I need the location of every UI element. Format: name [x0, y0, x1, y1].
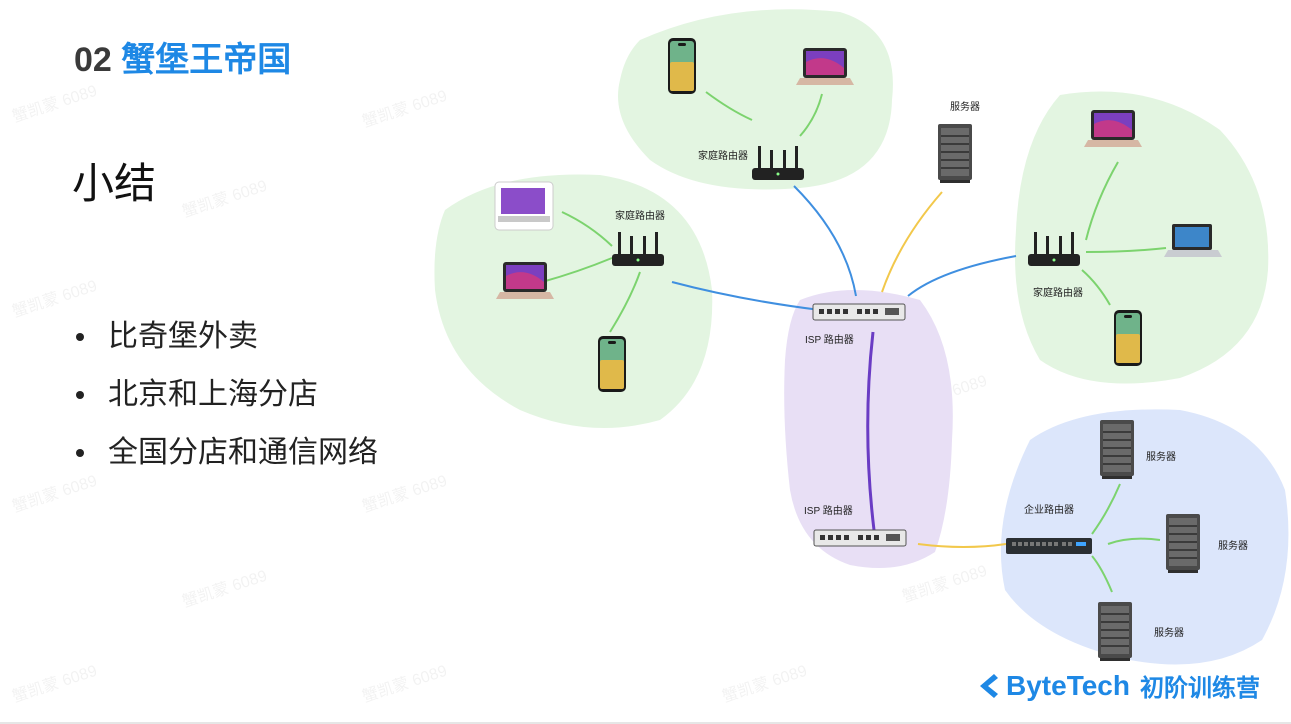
wifi-link	[799, 93, 823, 137]
isp-router-icon	[812, 303, 906, 321]
device-label: ISP 路由器	[804, 504, 853, 517]
brand-name: ByteTech	[1006, 669, 1130, 701]
wifi-link	[1085, 247, 1167, 253]
bullet-list: 比奇堡外卖 北京和上海分店 全国分店和通信网络	[76, 308, 378, 482]
uplink-blue	[793, 185, 857, 297]
bullet-dot	[76, 449, 84, 457]
device-label: 企业路由器	[1024, 503, 1074, 516]
wifi-link	[1081, 269, 1111, 306]
server-icon	[1165, 513, 1201, 574]
slide-title: 02 蟹堡王帝国	[74, 32, 291, 81]
uplink-yellow	[917, 543, 1007, 548]
device-label: 家庭路由器	[615, 209, 665, 222]
bullet-dot	[76, 333, 84, 341]
wifi-link	[541, 257, 613, 283]
device-label: 家庭路由器	[1033, 286, 1083, 299]
enterprise-region	[1000, 409, 1289, 665]
bullet-item: 北京和上海分店	[76, 366, 378, 424]
home-network-top-region	[618, 9, 893, 190]
wifi-link	[561, 211, 613, 247]
bullet-text: 全国分店和通信网络	[108, 436, 378, 469]
uplink-blue	[671, 281, 821, 311]
slide-subtitle: 小结	[72, 160, 157, 207]
device-label: 服务器	[1154, 626, 1184, 639]
device-label: 家庭路由器	[698, 149, 748, 162]
bullet-item: 比奇堡外卖	[76, 308, 378, 366]
server-icon	[1097, 601, 1133, 662]
switch-icon	[1006, 538, 1092, 554]
wifi-link	[1091, 483, 1121, 535]
server-icon	[1099, 419, 1135, 480]
bullet-text: 比奇堡外卖	[108, 320, 258, 353]
bytetech-chevron-icon	[980, 673, 998, 698]
section-number: 02	[74, 41, 112, 79]
uplink-yellow	[881, 191, 943, 293]
bullet-item: 全国分店和通信网络	[76, 424, 378, 482]
wifi-link	[1085, 161, 1119, 241]
device-label: 服务器	[1146, 450, 1176, 463]
laptop-icon	[494, 181, 554, 231]
bytetech-logo: ByteTech 初阶训练营	[978, 668, 1260, 703]
isp-router-icon	[813, 529, 907, 547]
program-name: 初阶训练营	[1139, 675, 1260, 702]
smartphone-icon	[668, 38, 696, 94]
home-network-left-region	[434, 174, 713, 428]
laptop-icon	[1084, 110, 1142, 147]
bottom-divider	[0, 722, 1291, 724]
device-label: ISP 路由器	[805, 333, 854, 346]
smartphone-icon	[598, 336, 626, 392]
wifi-link	[1091, 555, 1113, 593]
wifi-link	[609, 271, 641, 333]
isp-backbone-link	[866, 331, 876, 531]
wifi-link	[705, 91, 753, 121]
section-title: 蟹堡王帝国	[121, 41, 292, 79]
home-network-right-region	[1015, 91, 1269, 384]
laptop-icon	[1164, 224, 1222, 257]
bullet-dot	[76, 391, 84, 399]
device-label: 服务器	[950, 100, 980, 113]
uplink-blue	[907, 255, 1017, 297]
laptop-icon	[796, 48, 854, 85]
wifi-link	[1107, 537, 1161, 545]
device-label: 服务器	[1218, 539, 1248, 552]
server-icon	[937, 123, 973, 184]
laptop-icon	[496, 262, 554, 299]
bullet-text: 北京和上海分店	[108, 378, 318, 411]
smartphone-icon	[1114, 310, 1142, 366]
